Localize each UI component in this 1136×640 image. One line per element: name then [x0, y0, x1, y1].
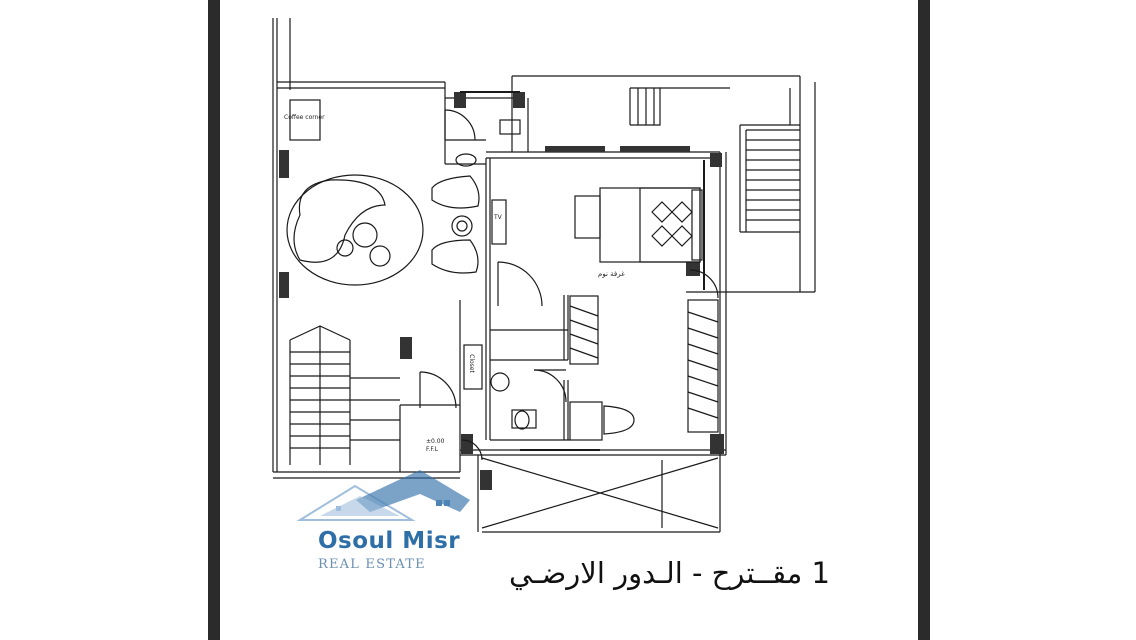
level-sub-label: F.F.L — [426, 446, 439, 453]
tv-unit — [491, 199, 507, 245]
watermark-logo-icon — [296, 470, 470, 521]
interior-walls — [399, 97, 720, 472]
closet-label: Closet — [467, 354, 475, 373]
coffee-corner-label: Coffee corner — [284, 114, 325, 121]
bedroom-furniture — [574, 187, 703, 263]
terrace-void — [481, 457, 719, 529]
level-label: ±0.00 — [426, 438, 445, 445]
stair-top-right — [629, 87, 800, 233]
wardrobes — [463, 295, 719, 433]
left-frame-bar — [208, 0, 220, 640]
stair-bottom-left — [289, 325, 400, 465]
wc-fixtures — [455, 119, 635, 441]
outer-walls — [272, 18, 816, 533]
bedroom-label: غرفة نوم — [598, 270, 625, 278]
tv-label: TV — [494, 214, 502, 221]
watermark-name: Osoul Misr — [318, 528, 461, 554]
coffee-counter — [289, 99, 321, 141]
right-frame-bar — [918, 0, 930, 640]
columns — [279, 92, 724, 490]
watermark-subtitle: REAL ESTATE — [318, 557, 426, 572]
living-seating — [286, 174, 480, 286]
windows — [460, 91, 705, 451]
plan-caption: 1 مقــترح - الـدور الارضـي — [509, 556, 830, 590]
doors — [419, 109, 719, 461]
